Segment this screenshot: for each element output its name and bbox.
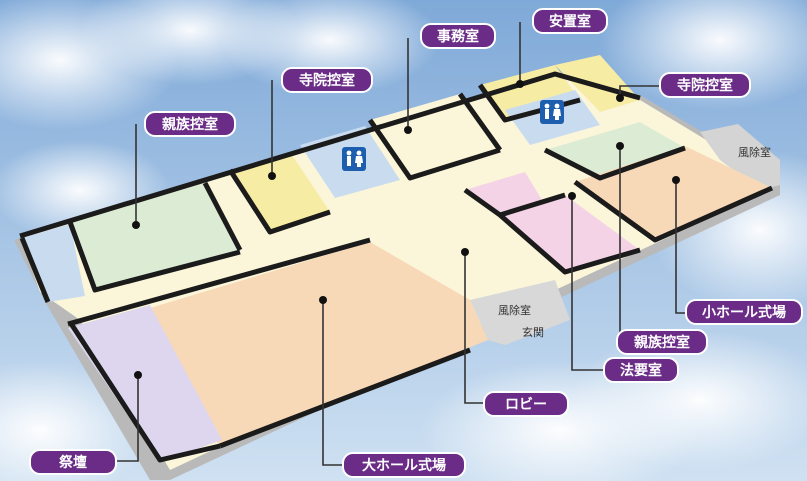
label-shinzoku-left: 親族控室 (144, 111, 236, 137)
svg-text:小ホール式場: 小ホール式場 (702, 304, 786, 321)
svg-text:事務室: 事務室 (437, 28, 479, 45)
temple-room-top-area (230, 152, 330, 232)
label-jiin-right: 寺院控室 (659, 72, 751, 98)
label-jimushitsu: 事務室 (420, 23, 496, 49)
svg-text:安置室: 安置室 (549, 13, 591, 30)
leader-dots (132, 80, 680, 379)
restroom-icon (342, 147, 366, 171)
svg-text:大ホール式場: 大ホール式場 (362, 457, 446, 474)
svg-text:法要室: 法要室 (620, 362, 662, 379)
label-anchishitsu: 安置室 (532, 8, 608, 34)
label-jiin-top: 寺院控室 (281, 67, 373, 93)
office-area (370, 94, 500, 178)
label-shinzoku-right: 親族控室 (616, 329, 708, 355)
label-hoyoshitsu: 法要室 (603, 357, 679, 383)
svg-text:ロビー: ロビー (505, 397, 547, 413)
floor-plan (14, 55, 780, 480)
restroom-icon (540, 100, 564, 124)
right-windbreak-apron (700, 124, 780, 190)
family-room-right-area (545, 122, 685, 178)
label-saidan: 祭壇 (29, 449, 117, 475)
large-hall-area (150, 242, 488, 448)
windbreak-center-label: 風除室 (498, 303, 531, 317)
label-small-hall: 小ホール式場 (685, 299, 803, 325)
left-service-block (22, 224, 85, 302)
center-entrance-apron (470, 280, 570, 345)
label-lobby: ロビー (483, 391, 569, 417)
svg-text:寺院控室: 寺院控室 (677, 77, 733, 94)
svg-text:寺院控室: 寺院控室 (299, 72, 355, 89)
svg-text:親族控室: 親族控室 (634, 334, 690, 351)
altar-area (68, 305, 222, 462)
room-labels: 親族控室 寺院控室 事務室 安置室 寺院控室 小ホール式場 親族控室 法要室 (29, 8, 803, 478)
dharma-room-area (500, 195, 640, 272)
entrance-label: 玄関 (522, 325, 544, 339)
svg-text:祭壇: 祭壇 (58, 454, 87, 471)
label-large-hall: 大ホール式場 (342, 452, 466, 478)
svg-text:親族控室: 親族控室 (162, 116, 218, 133)
walls (19, 71, 774, 463)
windbreak-right-label: 風除室 (738, 145, 771, 159)
